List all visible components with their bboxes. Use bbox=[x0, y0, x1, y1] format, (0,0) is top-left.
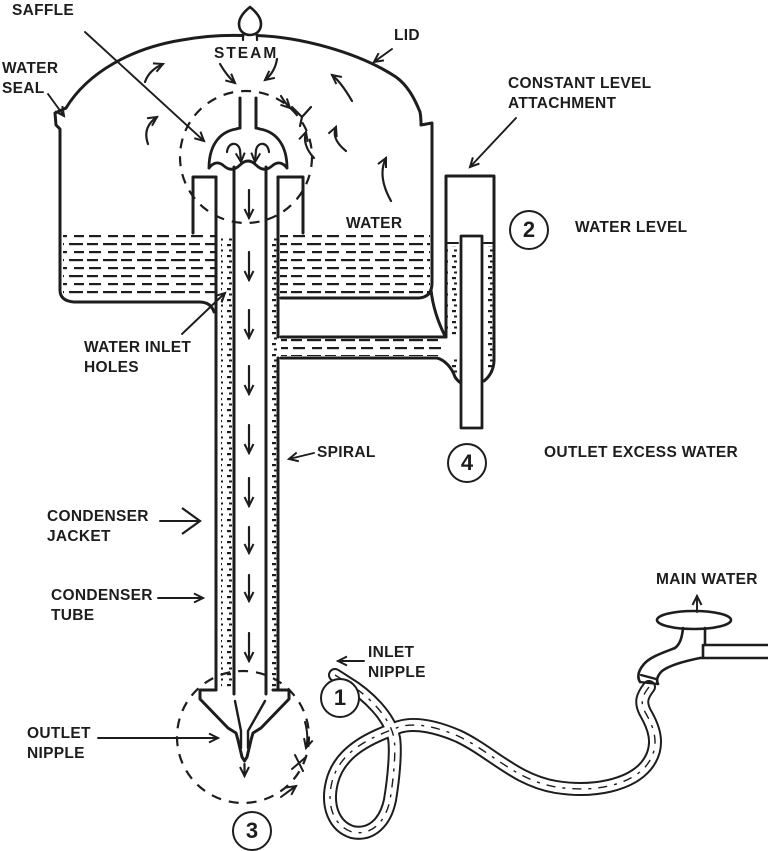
spiral-arrow bbox=[286, 451, 315, 463]
label-outlet-nipple-line1: OUTLET bbox=[27, 725, 91, 742]
label-water-seal-line2: SEAL bbox=[2, 80, 45, 97]
constant-level-arrow bbox=[468, 117, 517, 169]
inlet-hose-coil bbox=[323, 668, 662, 840]
tap-spout-inner bbox=[655, 656, 702, 686]
condenser-jacket-water-texture bbox=[221, 238, 277, 688]
outlet-detail-dashed-circle bbox=[175, 669, 311, 805]
label-condenser-jacket-line2: JACKET bbox=[47, 528, 111, 545]
label-inlet-nipple-line2: NIPPLE bbox=[368, 664, 426, 681]
water-inlet-holes-arrow bbox=[181, 291, 227, 335]
condensate-flow-arrows bbox=[239, 188, 255, 779]
water-texture bbox=[63, 234, 441, 356]
label-condenser-tube-line1: CONDENSER bbox=[51, 587, 153, 604]
condenser-jacket-walls bbox=[214, 175, 280, 692]
label-spiral: SPIRAL bbox=[317, 444, 376, 461]
label-water-level: WATER LEVEL bbox=[575, 219, 688, 236]
saffle-arrow bbox=[84, 31, 206, 143]
tap-spout-joint bbox=[638, 673, 660, 686]
lid-outline bbox=[53, 33, 447, 338]
label-water-seal: WATER SEAL bbox=[2, 59, 58, 99]
label-water-inlet-line1: WATER INLET bbox=[84, 339, 192, 356]
label-constant-level-line2: ATTACHMENT bbox=[508, 95, 617, 112]
tap-handle bbox=[655, 609, 733, 631]
steam-chimney bbox=[191, 175, 305, 235]
label-condenser-tube-line2: TUBE bbox=[51, 607, 95, 624]
label-saffle: SAFFLE bbox=[12, 2, 75, 19]
water-seal-arrow bbox=[47, 93, 66, 118]
label-steam: STEAM bbox=[214, 45, 279, 62]
label-water-inlet-line2: HOLES bbox=[84, 359, 139, 376]
label-water: WATER bbox=[343, 214, 406, 234]
steam-flow-arrows bbox=[143, 57, 393, 203]
tap-stem bbox=[673, 626, 707, 650]
label-lid: LID bbox=[394, 27, 420, 44]
baffle bbox=[207, 126, 289, 171]
outlet-flow-arrow-down bbox=[303, 721, 314, 751]
label-outlet-nipple: OUTLET NIPPLE bbox=[27, 724, 91, 764]
tap-supply-pipe bbox=[698, 643, 768, 660]
label-water-seal-line1: WATER bbox=[2, 60, 59, 77]
outlet-flow-arrow-up bbox=[280, 784, 298, 798]
label-outlet-excess-water: OUTLET EXCESS WATER bbox=[544, 444, 739, 461]
label-condenser-tube: CONDENSER TUBE bbox=[51, 586, 153, 626]
lid-knob bbox=[237, 5, 263, 42]
lid-arrow bbox=[372, 48, 393, 64]
hose-texture bbox=[329, 674, 656, 834]
overflow-tube bbox=[459, 234, 484, 430]
condenser-tube-walls bbox=[232, 96, 268, 696]
label-main-water: MAIN WATER bbox=[656, 571, 758, 588]
outlet-flow-cross-mark bbox=[291, 754, 307, 772]
tap-spout-outer bbox=[637, 646, 677, 684]
attachment-water-texture bbox=[447, 246, 494, 374]
label-constant-level-attachment: CONSTANT LEVEL ATTACHMENT bbox=[508, 74, 651, 114]
step-marker-3: 3 bbox=[232, 811, 272, 851]
baffle-detail-dashed-circle bbox=[178, 89, 314, 225]
label-constant-level-line1: CONSTANT LEVEL bbox=[508, 75, 652, 92]
label-inlet-nipple-line1: INLET bbox=[368, 644, 415, 661]
constant-level-attachment-drawing bbox=[279, 174, 496, 430]
label-inlet-nipple: INLET NIPPLE bbox=[368, 643, 426, 683]
label-condenser-jacket-line1: CONDENSER bbox=[47, 508, 149, 525]
step-marker-4: 4 bbox=[447, 443, 487, 483]
step-marker-2: 2 bbox=[509, 210, 549, 250]
label-water-inlet-holes: WATER INLET HOLES bbox=[84, 338, 191, 378]
outlet-nipple-drawing bbox=[198, 688, 291, 763]
main-water-tap bbox=[637, 609, 768, 686]
steam-split-mark bbox=[290, 105, 313, 128]
label-condenser-jacket: CONDENSER JACKET bbox=[47, 507, 149, 547]
step-marker-1: 1 bbox=[320, 678, 360, 718]
label-outlet-nipple-line2: NIPPLE bbox=[27, 745, 85, 762]
